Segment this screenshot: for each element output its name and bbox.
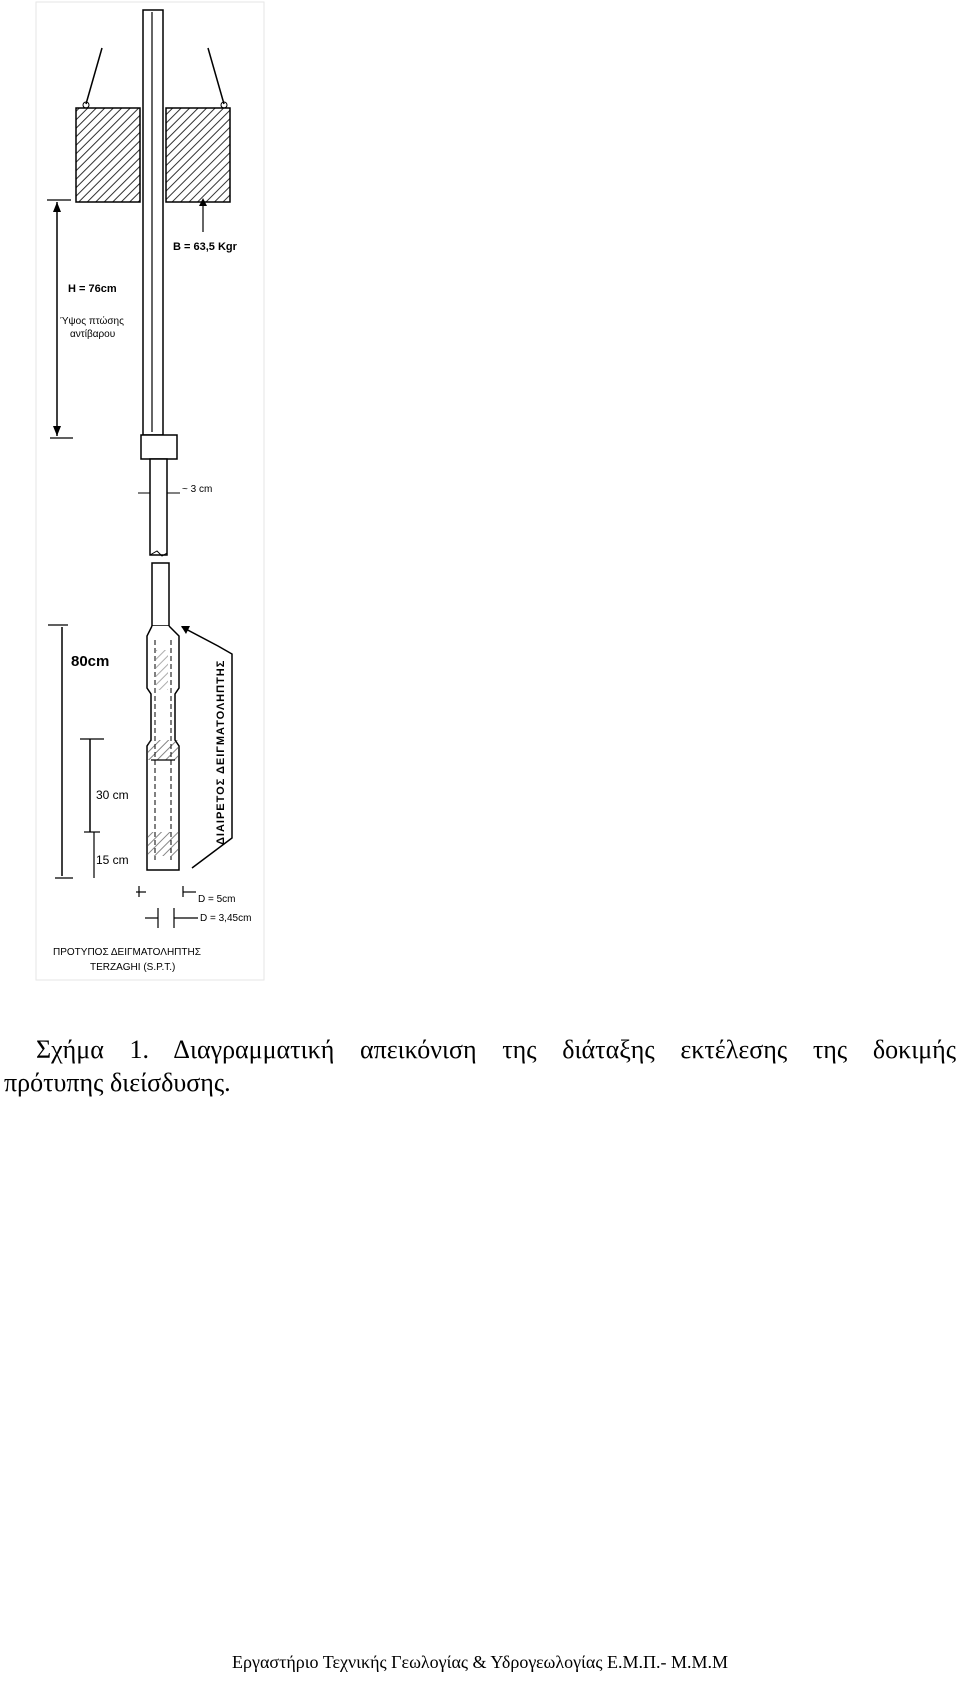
sampler-side-label: ΔΙΑΙΡΕΤΟΣ ΔΕΙΓΜΑΤΟΛΗΠΤΗΣ (215, 660, 227, 845)
hammer-right (165, 107, 231, 203)
fall-height-line2: αντίβαρου (70, 328, 115, 340)
caption-word: απεικόνιση (360, 1035, 477, 1064)
figure-title-line1: ΠΡΟΤΥΠΟΣ ΔΕΙΓΜΑΤΟΛΗΠΤΗΣ (53, 947, 201, 958)
fall-height-line1: Ύψος πτώσης (60, 315, 124, 327)
weight-label: B = 63,5 Kgr (173, 241, 238, 253)
len-15-label: 15 cm (96, 853, 129, 867)
figure-title-line2: TERZAGHI (S.P.T.) (90, 962, 175, 973)
anvil (140, 434, 178, 460)
drive-rod (142, 9, 164, 436)
caption-word: Σχήμα (36, 1035, 104, 1064)
right-cable (207, 47, 225, 105)
page-footer: Εργαστήριο Τεχνικής Γεωλογίας & Υδρογεωλ… (232, 1652, 728, 1672)
hammer-left (75, 107, 141, 203)
len-30-label: 30 cm (96, 788, 129, 802)
d-outer-label: D = 5cm (198, 894, 236, 905)
len-80-label: 80cm (71, 653, 109, 670)
caption-word: δοκιμής (872, 1035, 957, 1064)
caption-word: 1. (129, 1035, 150, 1064)
left-cable (85, 47, 103, 105)
spt-diagram-drawing: B = 63,5 Kgr H = 76cm Ύψος πτώσης αντίβα… (35, 1, 265, 981)
caption-word: διάταξης (562, 1035, 655, 1064)
caption-word: της (502, 1035, 537, 1064)
caption-line2: πρότυπης διείσδυσης. (4, 1068, 231, 1097)
caption-word: Διαγραμματική (173, 1035, 335, 1064)
height-label: H = 76cm (68, 283, 117, 295)
caption-word: της (812, 1035, 848, 1064)
d-inner-label: D = 3,45cm (200, 913, 251, 924)
caption-line1: Σχήμα 1. Διαγραμματική απεικόνιση της δι… (36, 1035, 956, 1065)
caption-word: εκτέλεσης (680, 1035, 788, 1064)
rod-diameter-label: ~ 3 cm (182, 484, 212, 495)
lower-rod (149, 458, 168, 556)
spt-diagram: B = 63,5 Kgr H = 76cm Ύψος πτώσης αντίβα… (0, 0, 270, 985)
